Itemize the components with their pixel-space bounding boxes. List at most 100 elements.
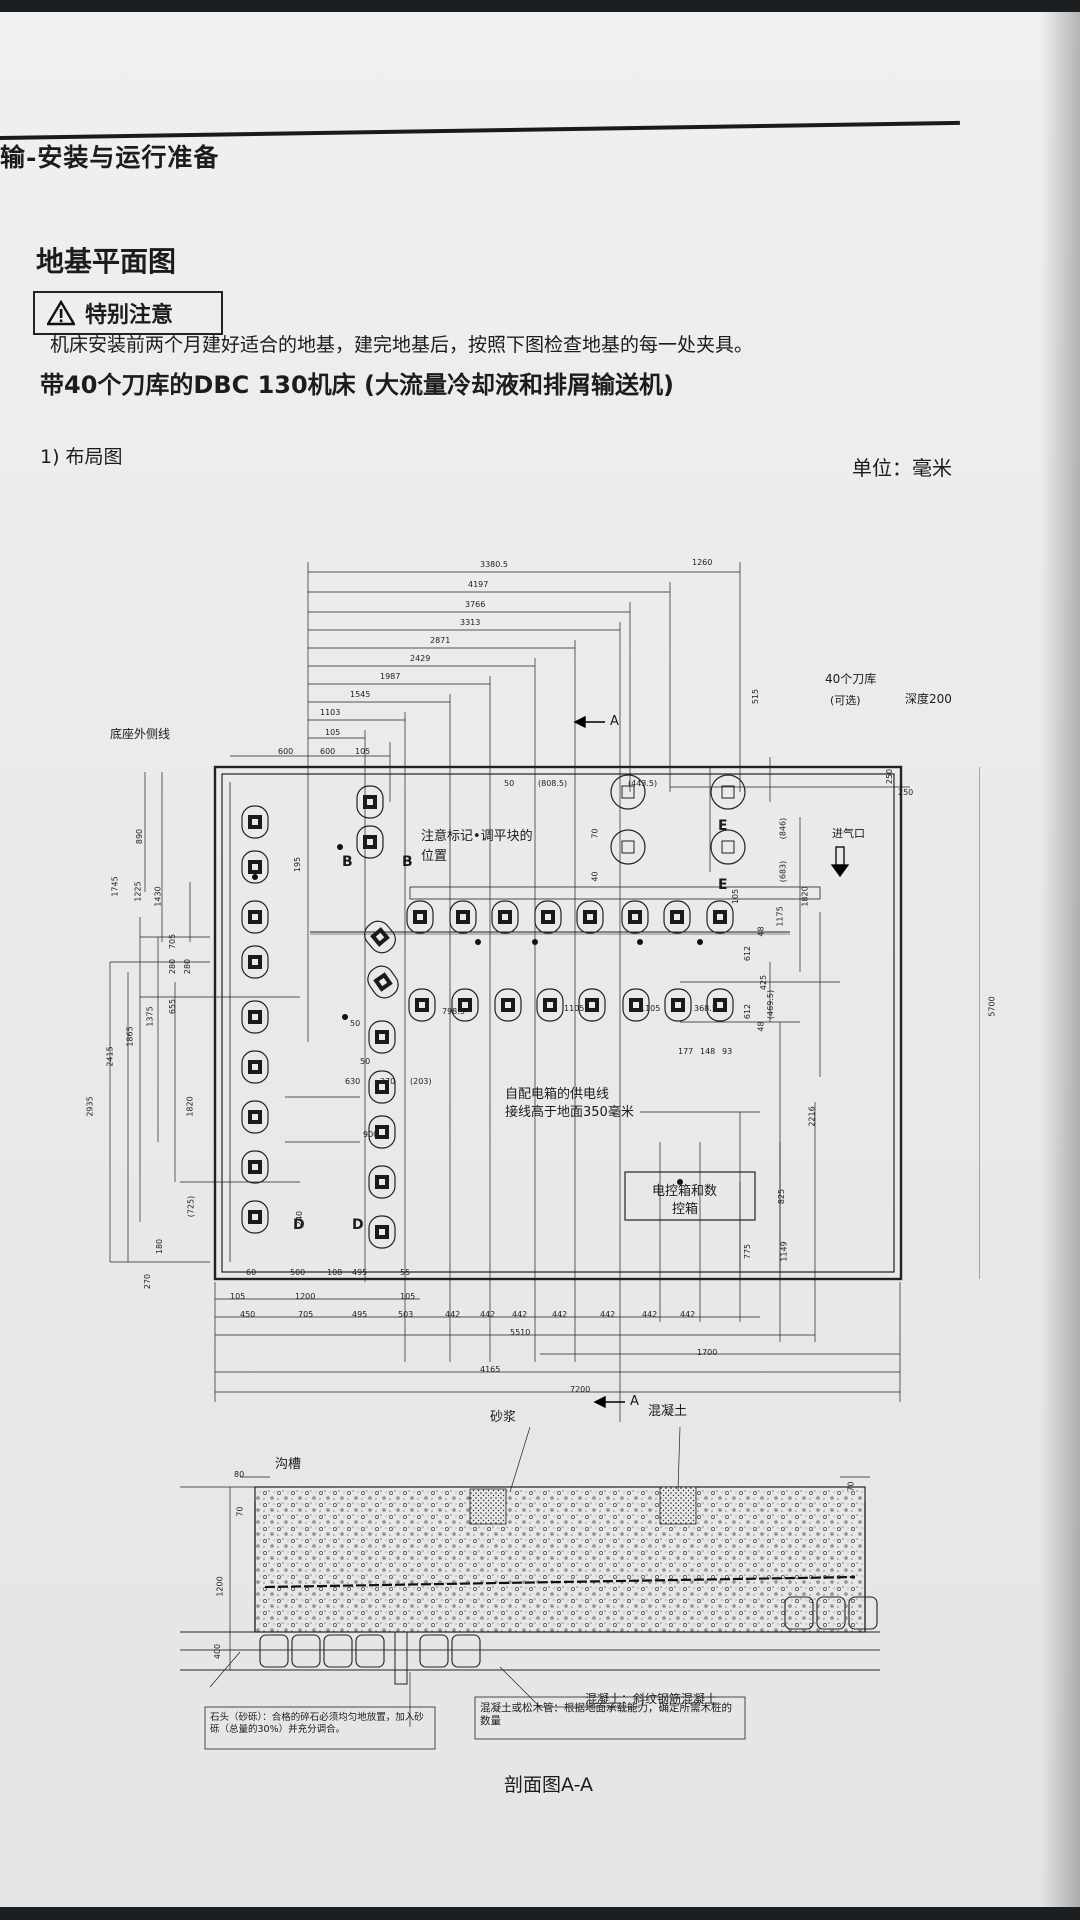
left-dimension-lines <box>109 772 300 1263</box>
magazine-label: 40个刀库 <box>825 672 877 686</box>
leveling-pad-icon <box>364 920 396 954</box>
section-caption: 剖面图A-A <box>504 1774 594 1796</box>
leveling-pad-icon <box>706 988 734 1022</box>
magazine-anchor-icon <box>610 774 646 810</box>
leveling-pad-icon <box>241 1200 269 1234</box>
leveling-pad-icon <box>491 900 519 934</box>
inner-dim: 60 <box>246 1268 257 1277</box>
inner-dim: 55 <box>400 1268 411 1277</box>
right-dim: 40 <box>590 871 600 882</box>
base-outline-label: 底座外侧线 <box>110 727 171 741</box>
rebar-line <box>264 1575 856 1589</box>
leveling-pad-icon <box>578 988 606 1022</box>
left-dim: 890 <box>135 828 145 845</box>
top-dim: 1545 <box>350 690 371 699</box>
magazine-anchor-icon <box>710 774 746 810</box>
bottom-dim: 105 <box>400 1292 416 1301</box>
mortar-block <box>469 1488 507 1525</box>
inner-dim: 630 <box>345 1077 361 1086</box>
section-a-top: A <box>610 714 619 729</box>
right-dim: 5700 <box>987 996 997 1017</box>
warning-icon <box>47 300 75 326</box>
inner-dim: 368.5 <box>694 1004 717 1013</box>
top-dim: 1103 <box>320 708 341 717</box>
top-dim: 1260 <box>692 558 713 567</box>
note-position-label: 位置 <box>421 849 448 864</box>
right-dim: 825 <box>777 1188 787 1205</box>
leveling-pad-icon <box>706 900 734 934</box>
bottom-dim: 442 <box>642 1310 658 1319</box>
leveling-pad-icon <box>368 1165 396 1199</box>
unit-label: 单位：毫米 <box>852 456 952 480</box>
bottom-dim: 705 <box>298 1310 314 1319</box>
section-arrows <box>573 715 625 1409</box>
bottom-dim: 442 <box>552 1310 568 1319</box>
stone-block-icon <box>784 1596 814 1630</box>
leveling-pad-icon <box>576 900 604 934</box>
notice-label: 特别注意 <box>85 303 174 328</box>
stone-block-icon <box>451 1634 481 1668</box>
left-dim: 655 <box>168 998 178 1015</box>
view-marker-b2: B <box>402 854 413 870</box>
leveling-pad-icon <box>368 1070 396 1104</box>
right-dim: 105 <box>731 888 741 905</box>
leveling-pad-icon <box>241 1050 269 1084</box>
magazine-anchor-icon <box>710 829 746 865</box>
view-marker-d1: D <box>293 1217 305 1233</box>
inner-dim: 1105 <box>640 1004 661 1013</box>
power-line-label: 自配电箱的供电线 <box>505 1087 610 1102</box>
leveling-pad-icon <box>408 988 436 1022</box>
leveling-pad-icon <box>241 805 269 839</box>
notice-text: 机床安装前两个月建好适合的地基，建完地基后，按照下图检查地基的每一处夹具。 <box>50 334 754 356</box>
left-dim: 1375 <box>145 1006 155 1027</box>
control-cabinet <box>624 1171 756 1221</box>
inner-dim: 495 <box>352 1268 368 1277</box>
layout-label: 1) 布局图 <box>40 446 123 468</box>
inner-dim: 177 <box>678 1047 694 1056</box>
section-dim: 70 <box>846 1481 856 1492</box>
page-edge-shadow <box>1040 12 1080 1907</box>
left-dim: 280 <box>183 958 193 975</box>
chapter-header: 输-安装与运行准备 <box>0 143 220 172</box>
inner-dim: 900 <box>363 1130 379 1139</box>
stone-block-icon <box>323 1634 353 1668</box>
inlet-arrow-icon <box>830 846 850 878</box>
bottom-dimension-lines <box>214 1102 901 1402</box>
stone-block-icon <box>816 1596 846 1630</box>
left-dim: 270 <box>143 1273 153 1290</box>
leveling-pad-icon <box>356 825 384 859</box>
bottom-dim: 1700 <box>697 1348 718 1357</box>
optional-label: (可选) <box>830 694 861 707</box>
stone-block-icon <box>259 1634 289 1668</box>
top-dim: 3380.5 <box>480 560 508 569</box>
magazine-anchor-icon <box>610 829 646 865</box>
right-dim: 2216 <box>807 1106 817 1127</box>
bottom-dim: 5510 <box>510 1328 531 1337</box>
bottom-dim: 1200 <box>295 1292 316 1301</box>
top-dim: 105 <box>355 747 371 756</box>
left-dim: 240 <box>295 1210 305 1227</box>
document-page: 输-安装与运行准备 地基平面图 特别注意 机床安装前两个月建好适合的地基，建完地… <box>0 12 1080 1907</box>
left-dim: 1225 <box>133 881 143 902</box>
foundation-pit-inner <box>221 773 895 1273</box>
leveling-pad-icon <box>494 988 522 1022</box>
bottom-dim: 442 <box>445 1310 461 1319</box>
left-dim: 1820 <box>185 1096 195 1117</box>
section-dim: 70 <box>235 1506 245 1517</box>
right-dim: (846) <box>778 817 788 840</box>
view-marker-e1: E <box>718 818 728 834</box>
leveling-pad-icon <box>451 988 479 1022</box>
inlet-label: 进气口 <box>832 827 865 840</box>
pile-label: 混凝土或松木管：根据地面承载能力，确定所需木桩的数量 <box>480 1702 732 1728</box>
leveling-pad-icon <box>367 965 399 999</box>
leveling-pad-icon <box>621 900 649 934</box>
leveling-pad-icon <box>241 900 269 934</box>
top-dim: 600 <box>278 747 294 756</box>
control-box-label-2: 控箱 <box>672 1202 699 1217</box>
top-dim: 250 <box>885 768 895 785</box>
left-dim: 280 <box>168 958 178 975</box>
stone-block-icon <box>848 1596 878 1630</box>
stone-block-icon <box>355 1634 385 1668</box>
leveling-pad-icon <box>664 988 692 1022</box>
leveling-pad-icon <box>449 900 477 934</box>
